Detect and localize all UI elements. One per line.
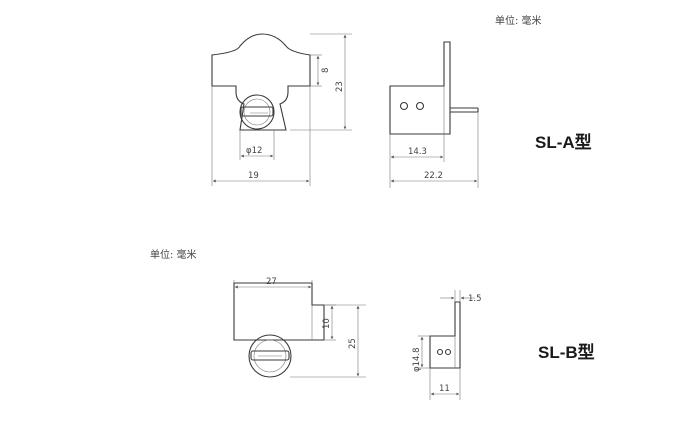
unit-label-b: 单位: 毫米 bbox=[150, 248, 197, 261]
dim-b-thickness: 1.5 bbox=[468, 294, 482, 304]
dim-a-diameter: φ12 bbox=[246, 146, 262, 156]
sl-a-front-view bbox=[211, 33, 352, 186]
dim-a-side-inner: 14.3 bbox=[408, 147, 427, 157]
dim-b-side-width: 11 bbox=[439, 384, 450, 394]
dim-a-height-small: 8 bbox=[321, 68, 331, 73]
unit-label-a: 单位: 毫米 bbox=[495, 14, 542, 27]
sl-a-side-view bbox=[389, 41, 479, 188]
dim-a-side-total: 22.2 bbox=[424, 171, 443, 181]
dim-b-width-top: 27 bbox=[266, 277, 277, 287]
dim-a-height-total: 23 bbox=[335, 81, 345, 92]
sl-b-side-view bbox=[418, 290, 475, 400]
dim-b-height-total: 25 bbox=[348, 338, 358, 349]
model-label-a: SL-A型 bbox=[535, 132, 592, 152]
dim-a-width: 19 bbox=[248, 171, 259, 181]
model-label-b: SL-B型 bbox=[538, 342, 595, 362]
dim-b-height-small: 10 bbox=[322, 318, 332, 329]
dim-b-diameter: φ14.8 bbox=[412, 347, 422, 372]
sl-b-front-view bbox=[233, 280, 366, 378]
